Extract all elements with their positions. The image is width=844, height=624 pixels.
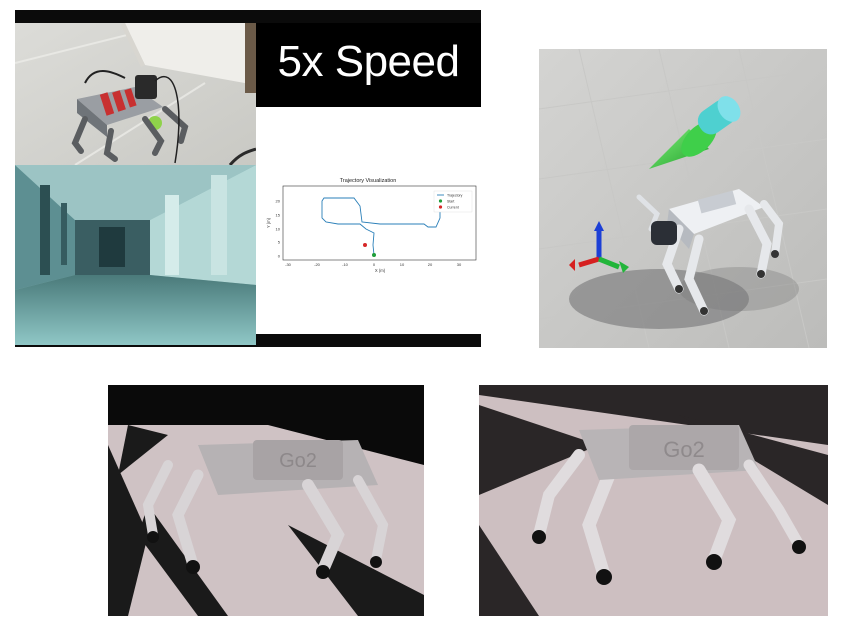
y-tick-label: 10: [276, 227, 281, 232]
simulated-go2-frame-left: Go2: [108, 385, 424, 616]
y-tick-label: 15: [276, 213, 281, 218]
plot-title: Trajectory Visualization: [340, 178, 397, 184]
legend-trajectory: Trajectory: [447, 193, 463, 197]
goal-arrow: [649, 96, 741, 169]
x-tick-label: -10: [342, 262, 349, 267]
current-marker: [363, 243, 367, 247]
x-tick-label: 20: [428, 262, 433, 267]
real-robot-video-frame: 5x Speed Trajectory Visualization 20 15 …: [15, 10, 481, 347]
go2-logo: Go2: [663, 437, 705, 462]
x-tick-label: 30: [457, 262, 462, 267]
y-tick-label: 20: [276, 199, 281, 204]
legend-start: Start: [447, 199, 454, 203]
trajectory-line: [321, 197, 452, 256]
robot-camera-corridor-view: [15, 165, 256, 345]
simulation-goal-arrow-frame: [539, 49, 827, 348]
x-axis-label: X (m): [375, 268, 386, 273]
real-robot-photo: [15, 23, 256, 165]
x-tick-label: 10: [400, 262, 405, 267]
axis-gizmo: [569, 221, 629, 273]
speed-banner-text: 5x Speed: [277, 37, 460, 86]
video-bottom-bar: [256, 334, 481, 347]
go2-body-panel: [629, 425, 739, 470]
go2-body-panel: [253, 440, 343, 480]
y-tick-label: 0: [278, 254, 281, 259]
x-tick-label: 0: [373, 262, 376, 267]
go2-logo: Go2: [279, 450, 317, 472]
y-axis-label: Y (m): [266, 217, 271, 228]
trajectory-visualization-plot: Trajectory Visualization 20 15 10 5 0 -3…: [256, 107, 481, 334]
plot-legend: [433, 190, 473, 213]
x-tick-label: -30: [285, 262, 292, 267]
start-marker: [372, 253, 376, 257]
y-tick-label: 5: [278, 240, 281, 245]
legend-current: Current: [447, 205, 459, 209]
simulated-go2-frame-right: Go2: [479, 385, 828, 616]
x-tick-label: -20: [314, 262, 321, 267]
speed-banner: 5x Speed: [256, 23, 481, 107]
